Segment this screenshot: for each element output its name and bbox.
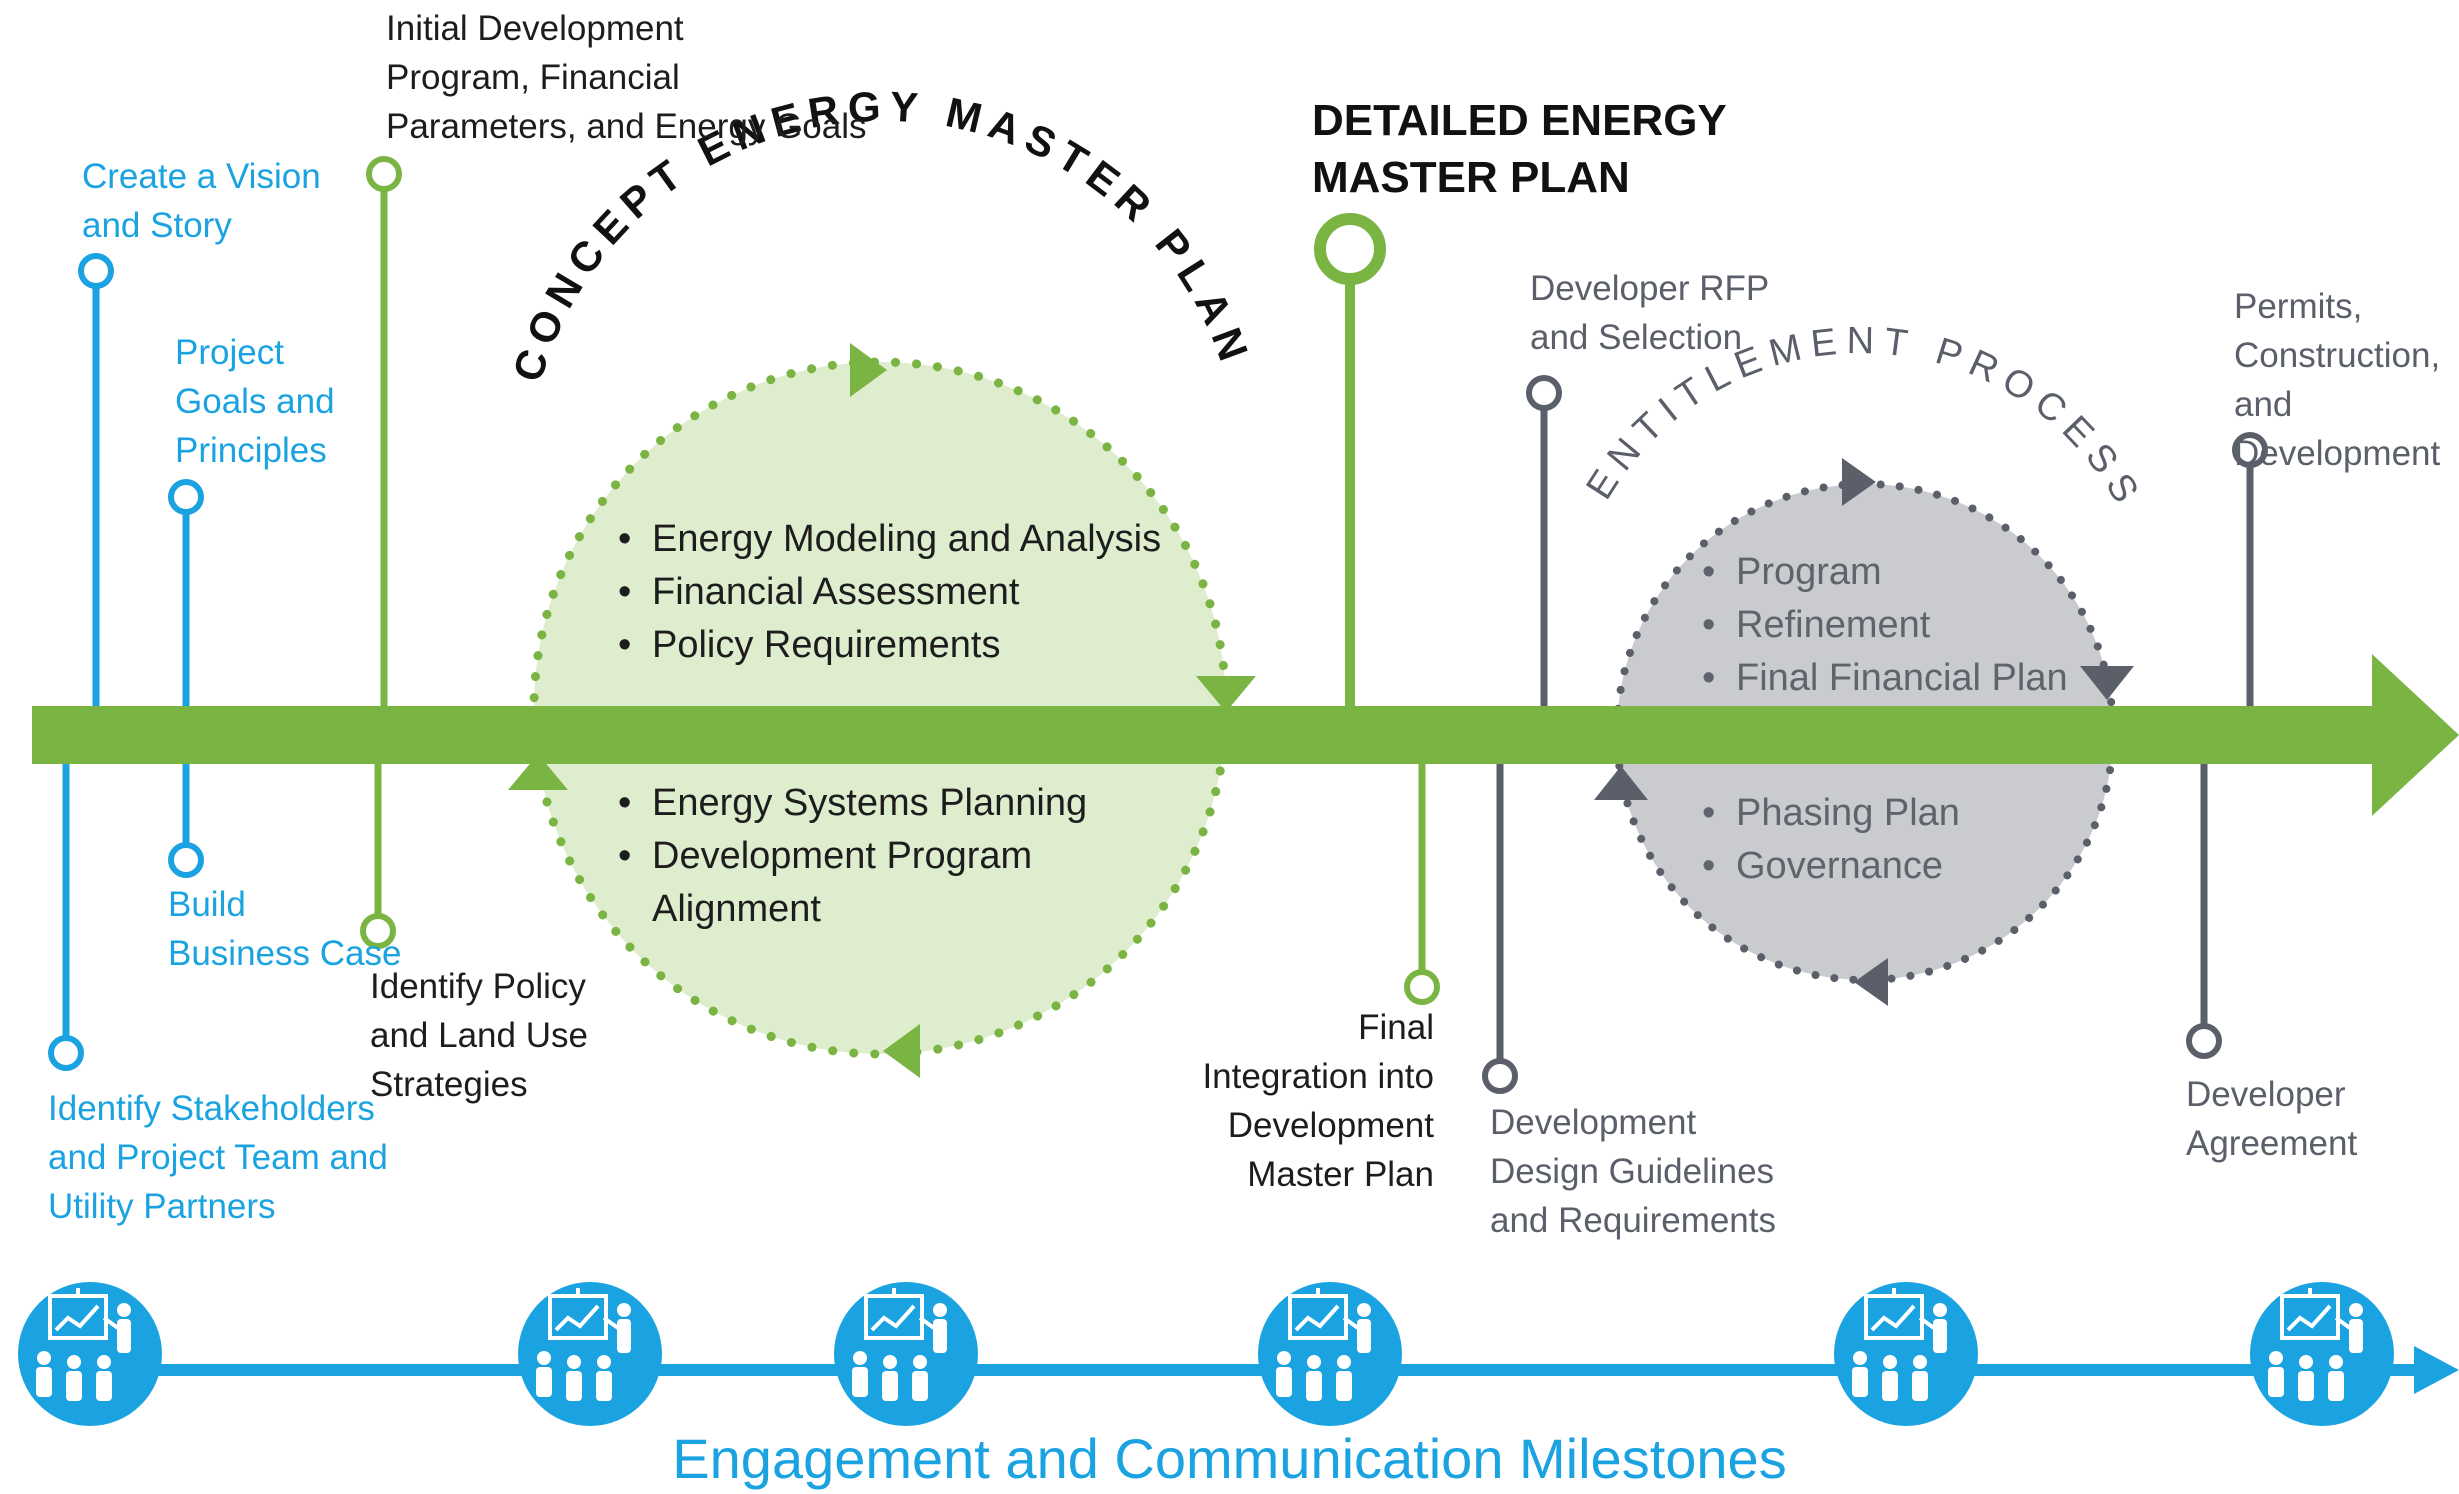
concept-item: Energy Modeling and Analysis <box>614 513 1161 566</box>
entitlement-item: Phasing Plan <box>1698 787 1960 840</box>
entitlement-arrow-top-icon <box>1842 458 1876 506</box>
initial-program-node-icon <box>366 156 402 192</box>
presentation-meeting-icon <box>2248 1280 2396 1428</box>
entitlement-item: Program <box>1698 546 2068 599</box>
label-identify-stakeholders: Identify Stakeholders and Project Team a… <box>48 1089 388 1226</box>
concept-item: Financial Assessment <box>614 566 1161 619</box>
developer-agreement-node-icon <box>2186 1023 2222 1059</box>
label-create-vision: Create a Vision and Story <box>82 157 321 245</box>
business-case-node-icon <box>168 842 204 878</box>
concept-arrow-bottom-icon <box>883 1024 920 1078</box>
entitlement-item: Refinement <box>1698 599 2068 652</box>
concept-item: Development Program Alignment <box>614 830 1087 936</box>
developer-rfp-node-icon <box>1526 375 1562 411</box>
concept-items-top: Energy Modeling and Analysis Financial A… <box>614 513 1161 672</box>
concept-arrow-right-icon <box>1196 676 1256 712</box>
concept-arrow-top-icon <box>850 343 887 397</box>
label-final-integration: Final Integration into Development Maste… <box>1202 1008 1434 1194</box>
entitlement-arrow-left-icon <box>1594 766 1648 800</box>
entitlement-items-top: Program Refinement Final Financial Plan <box>1698 546 2068 705</box>
design-guidelines-node-icon <box>1482 1058 1518 1094</box>
presentation-meeting-icon <box>16 1280 164 1428</box>
main-timeline-arrow <box>32 654 2459 816</box>
entitlement-item: Final Financial Plan <box>1698 652 2068 705</box>
concept-items-bottom: Energy Systems Planning Development Prog… <box>614 777 1087 936</box>
entitlement-items-bottom: Phasing Plan Governance <box>1698 787 1960 893</box>
stakeholders-node-icon <box>48 1035 84 1071</box>
label-design-guidelines: Development Design Guidelines and Requir… <box>1490 1103 1776 1240</box>
entitlement-item: Governance <box>1698 840 1960 893</box>
final-integration-node-icon <box>1404 969 1440 1005</box>
vision-node-icon <box>78 253 114 289</box>
label-developer-agreement: Developer Agreement <box>2186 1075 2358 1163</box>
presentation-meeting-icon <box>1832 1280 1980 1428</box>
label-permits: Permits, Construction, and Development <box>2234 287 2441 473</box>
label-project-goals: Project Goals and Principles <box>175 333 335 470</box>
engagement-footer-title: Engagement and Communication Milestones <box>672 1427 1787 1490</box>
goals-node-icon <box>168 479 204 515</box>
label-identify-policy: Identify Policy and Land Use Strategies <box>370 967 588 1104</box>
concept-arrow-left-icon <box>508 754 568 790</box>
milestone-stems <box>48 156 2268 1094</box>
policy-node-icon <box>360 913 396 949</box>
label-initial-program: Initial Development Program, Financial P… <box>386 9 867 146</box>
detailed-plan-node-icon <box>1314 213 1386 285</box>
permits-node-icon <box>2232 432 2268 468</box>
engagement-bar <box>16 1280 2459 1428</box>
entitlement-arrow-right-icon <box>2080 666 2134 700</box>
label-developer-rfp: Developer RFP and Selection <box>1530 269 1770 357</box>
detailed-plan-title: DETAILED ENERGY MASTER PLAN <box>1312 96 1727 202</box>
entitlement-arrow-bottom-icon <box>1854 958 1888 1006</box>
presentation-meeting-icon <box>516 1280 664 1428</box>
concept-item: Energy Systems Planning <box>614 777 1087 830</box>
concept-item: Policy Requirements <box>614 619 1161 672</box>
presentation-meeting-icon <box>832 1280 980 1428</box>
label-build-business-case: Build Business Case <box>168 885 402 973</box>
presentation-meeting-icon <box>1256 1280 1404 1428</box>
